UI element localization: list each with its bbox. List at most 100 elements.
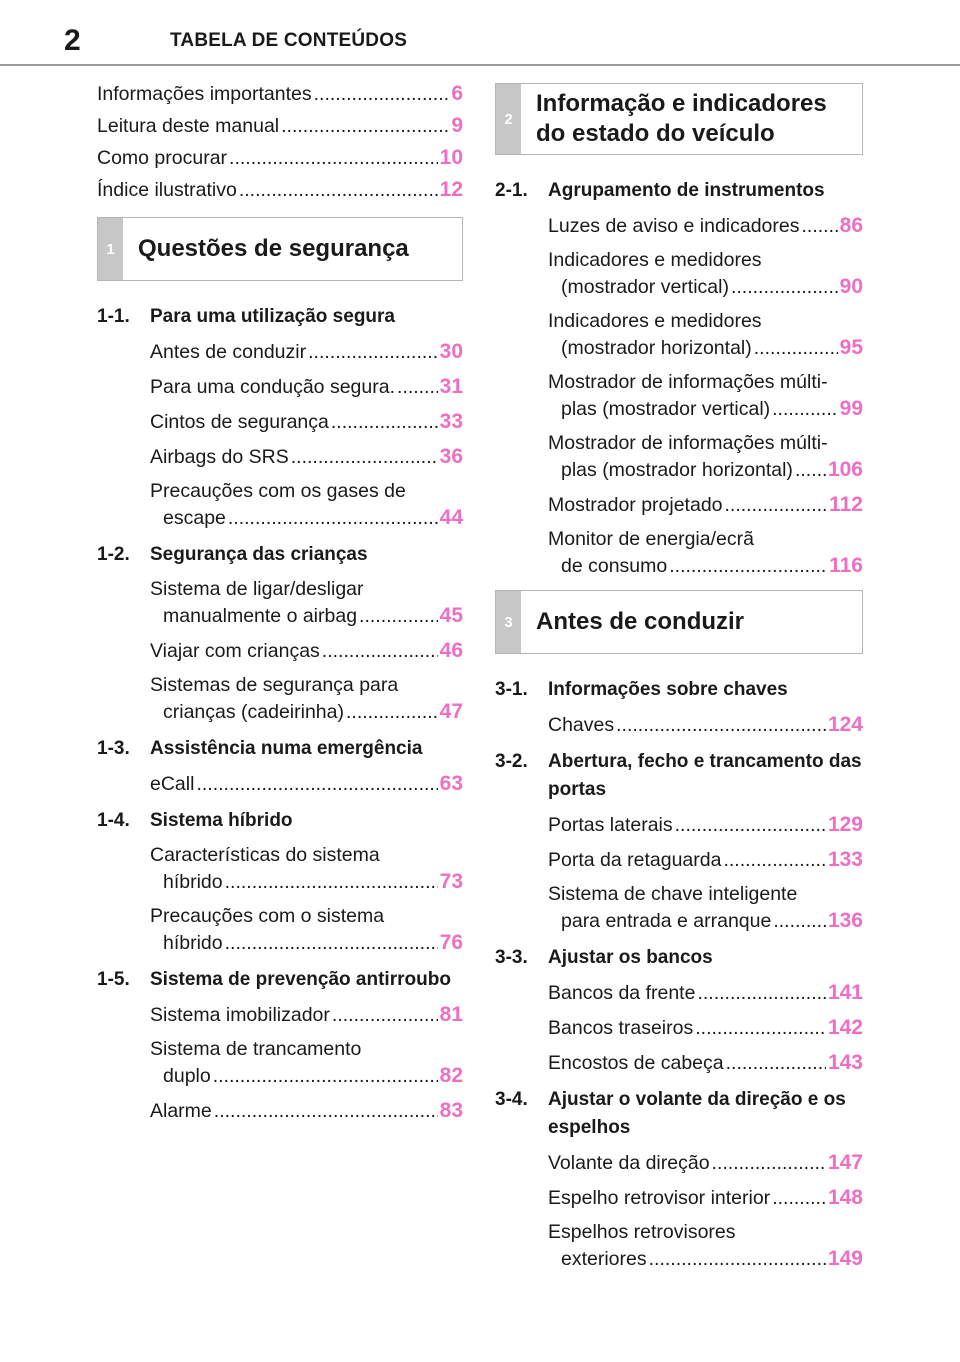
subsection-title: Informações sobre chaves	[548, 679, 788, 700]
subsection-title: Assistência numa emergência	[150, 738, 423, 759]
entry-first-line: Mostrador de informações múlti-	[548, 371, 828, 393]
toc-entry[interactable]: Espelho retrovisor interior148	[548, 1184, 863, 1212]
entry-text: Airbags do SRS	[150, 446, 289, 468]
toc-entry[interactable]: híbrido 73	[150, 868, 463, 896]
toc-item: Mostrador projetado112	[548, 491, 863, 519]
entry-text: plas (mostrador vertical)	[561, 398, 771, 420]
toc-entry[interactable]: exteriores149	[548, 1245, 863, 1273]
toc-entry[interactable]: crianças (cadeirinha)47	[150, 698, 463, 726]
page-link: 46	[439, 639, 463, 662]
toc-entry[interactable]: plas (mostrador horizontal)106	[548, 456, 863, 484]
toc-item: Alarme 83	[150, 1097, 463, 1125]
entry-first-line: Sistemas de segurança para	[150, 674, 399, 696]
toc-entry[interactable]: híbrido76	[150, 929, 463, 957]
page-link: 116	[829, 554, 863, 577]
toc-item: Para uma condução segura.31	[150, 373, 463, 401]
toc-entry[interactable]: Informações importantes6	[97, 78, 463, 110]
section-title-line: do estado do veículo	[536, 120, 775, 147]
page-link: 142	[827, 1016, 863, 1039]
toc-entry[interactable]: manualmente o airbag45	[150, 602, 463, 630]
entry-text: (mostrador horizontal)	[561, 337, 752, 359]
toc-entry[interactable]: Sistema imobilizador81	[150, 1001, 463, 1029]
dot-leader	[225, 929, 438, 957]
toc-entry[interactable]: Cintos de segurança33	[150, 408, 463, 436]
toc-entry[interactable]: Luzes de aviso e indicadores86	[548, 212, 863, 240]
entry-text: híbrido	[163, 932, 223, 954]
dot-leader	[322, 637, 438, 665]
toc-item: Espelho retrovisor interior148	[548, 1184, 863, 1212]
subsection-heading: 1-2.Segurança das crianças	[97, 541, 463, 569]
toc-item: Encostos de cabeça143	[548, 1049, 863, 1077]
toc-entry[interactable]: plas (mostrador vertical)99	[548, 395, 863, 423]
dot-leader	[239, 174, 438, 206]
page-link: 45	[439, 604, 463, 627]
dot-leader	[314, 78, 450, 110]
toc-entry[interactable]: eCall63	[150, 770, 463, 798]
section-number-tab: 2	[496, 84, 521, 154]
subsection-number: 3-1.	[495, 679, 528, 700]
page-link: 10	[439, 146, 463, 169]
toc-entry[interactable]: duplo 82	[150, 1062, 463, 1090]
entry-first-line: Indicadores e medidores	[548, 249, 762, 271]
entry-text: duplo	[163, 1065, 211, 1087]
toc-item: Sistema imobilizador81	[150, 1001, 463, 1029]
page-link: 73	[439, 870, 463, 893]
toc-entry[interactable]: Portas laterais129	[548, 811, 863, 839]
dot-leader	[712, 1149, 826, 1177]
toc-entry[interactable]: Para uma condução segura.31	[150, 373, 463, 401]
toc-entry[interactable]: Antes de conduzir30	[150, 338, 463, 366]
toc-entry[interactable]: Índice ilustrativo12	[97, 174, 463, 206]
toc-entry[interactable]: Volante da direção147	[548, 1149, 863, 1177]
toc-item: Volante da direção147	[548, 1149, 863, 1177]
toc-item: Porta da retaguarda133	[548, 846, 863, 874]
toc-item: Antes de conduzir30	[150, 338, 463, 366]
subsection-heading: 1-4. Sistema híbrido	[97, 807, 463, 835]
toc-entry[interactable]: Alarme 83	[150, 1097, 463, 1125]
toc-entry[interactable]: Bancos traseiros142	[548, 1014, 863, 1042]
toc-entry[interactable]: Mostrador projetado112	[548, 491, 863, 519]
toc-item: Airbags do SRS36	[150, 443, 463, 471]
subsection-heading: 3-2.Abertura, fecho e trancamento das po…	[495, 748, 863, 804]
section-number-tab: 3	[496, 591, 521, 653]
subsection-number: 1-3.	[97, 738, 130, 759]
toc-entry[interactable]: para entrada e arranque136	[548, 907, 863, 935]
toc-entry[interactable]: Airbags do SRS36	[150, 443, 463, 471]
toc-entry[interactable]: Leitura deste manual9	[97, 110, 463, 142]
dot-leader	[331, 408, 438, 436]
toc-entry[interactable]: Bancos da frente141	[548, 979, 863, 1007]
dot-leader	[281, 110, 449, 142]
page-link: 82	[439, 1064, 463, 1087]
dot-leader	[228, 504, 438, 532]
toc-entry[interactable]: Porta da retaguarda133	[548, 846, 863, 874]
toc-entry[interactable]: (mostrador vertical)90	[548, 273, 863, 301]
dot-leader	[308, 338, 438, 366]
entry-first-line: Espelhos retrovisores	[548, 1221, 736, 1243]
toc-entry[interactable]: Encostos de cabeça143	[548, 1049, 863, 1077]
page-link: 44	[439, 506, 463, 529]
page-link: 124	[827, 713, 863, 736]
entry-text: híbrido	[163, 871, 223, 893]
entry-first-line: Sistema de chave inteligente	[548, 883, 798, 905]
entry-text: Alarme	[150, 1100, 212, 1122]
entry-text: escape	[163, 507, 226, 529]
subsection-title: Ajustar o volante da direção e os espelh…	[548, 1089, 846, 1138]
dot-leader	[675, 811, 826, 839]
page-link: 83	[439, 1099, 463, 1122]
entry-text: Sistema imobilizador	[150, 1004, 330, 1026]
entry-text: crianças (cadeirinha)	[163, 701, 344, 723]
entry-text: Para uma condução segura.	[150, 376, 395, 398]
dot-leader	[772, 1184, 826, 1212]
toc-entry[interactable]: Chaves124	[548, 711, 863, 739]
page-link: 33	[439, 410, 463, 433]
toc-item: Chaves124	[548, 711, 863, 739]
toc-entry[interactable]: Como procurar10	[97, 142, 463, 174]
toc-entry[interactable]: Viajar com crianças46	[150, 637, 463, 665]
page-link: 86	[839, 214, 863, 237]
toc-entry[interactable]: (mostrador horizontal)95	[548, 334, 863, 362]
toc-entry[interactable]: escape 44	[150, 504, 463, 532]
page-link: 148	[827, 1186, 863, 1209]
dot-leader	[754, 334, 838, 362]
toc-entry[interactable]: de consumo116	[548, 552, 863, 580]
